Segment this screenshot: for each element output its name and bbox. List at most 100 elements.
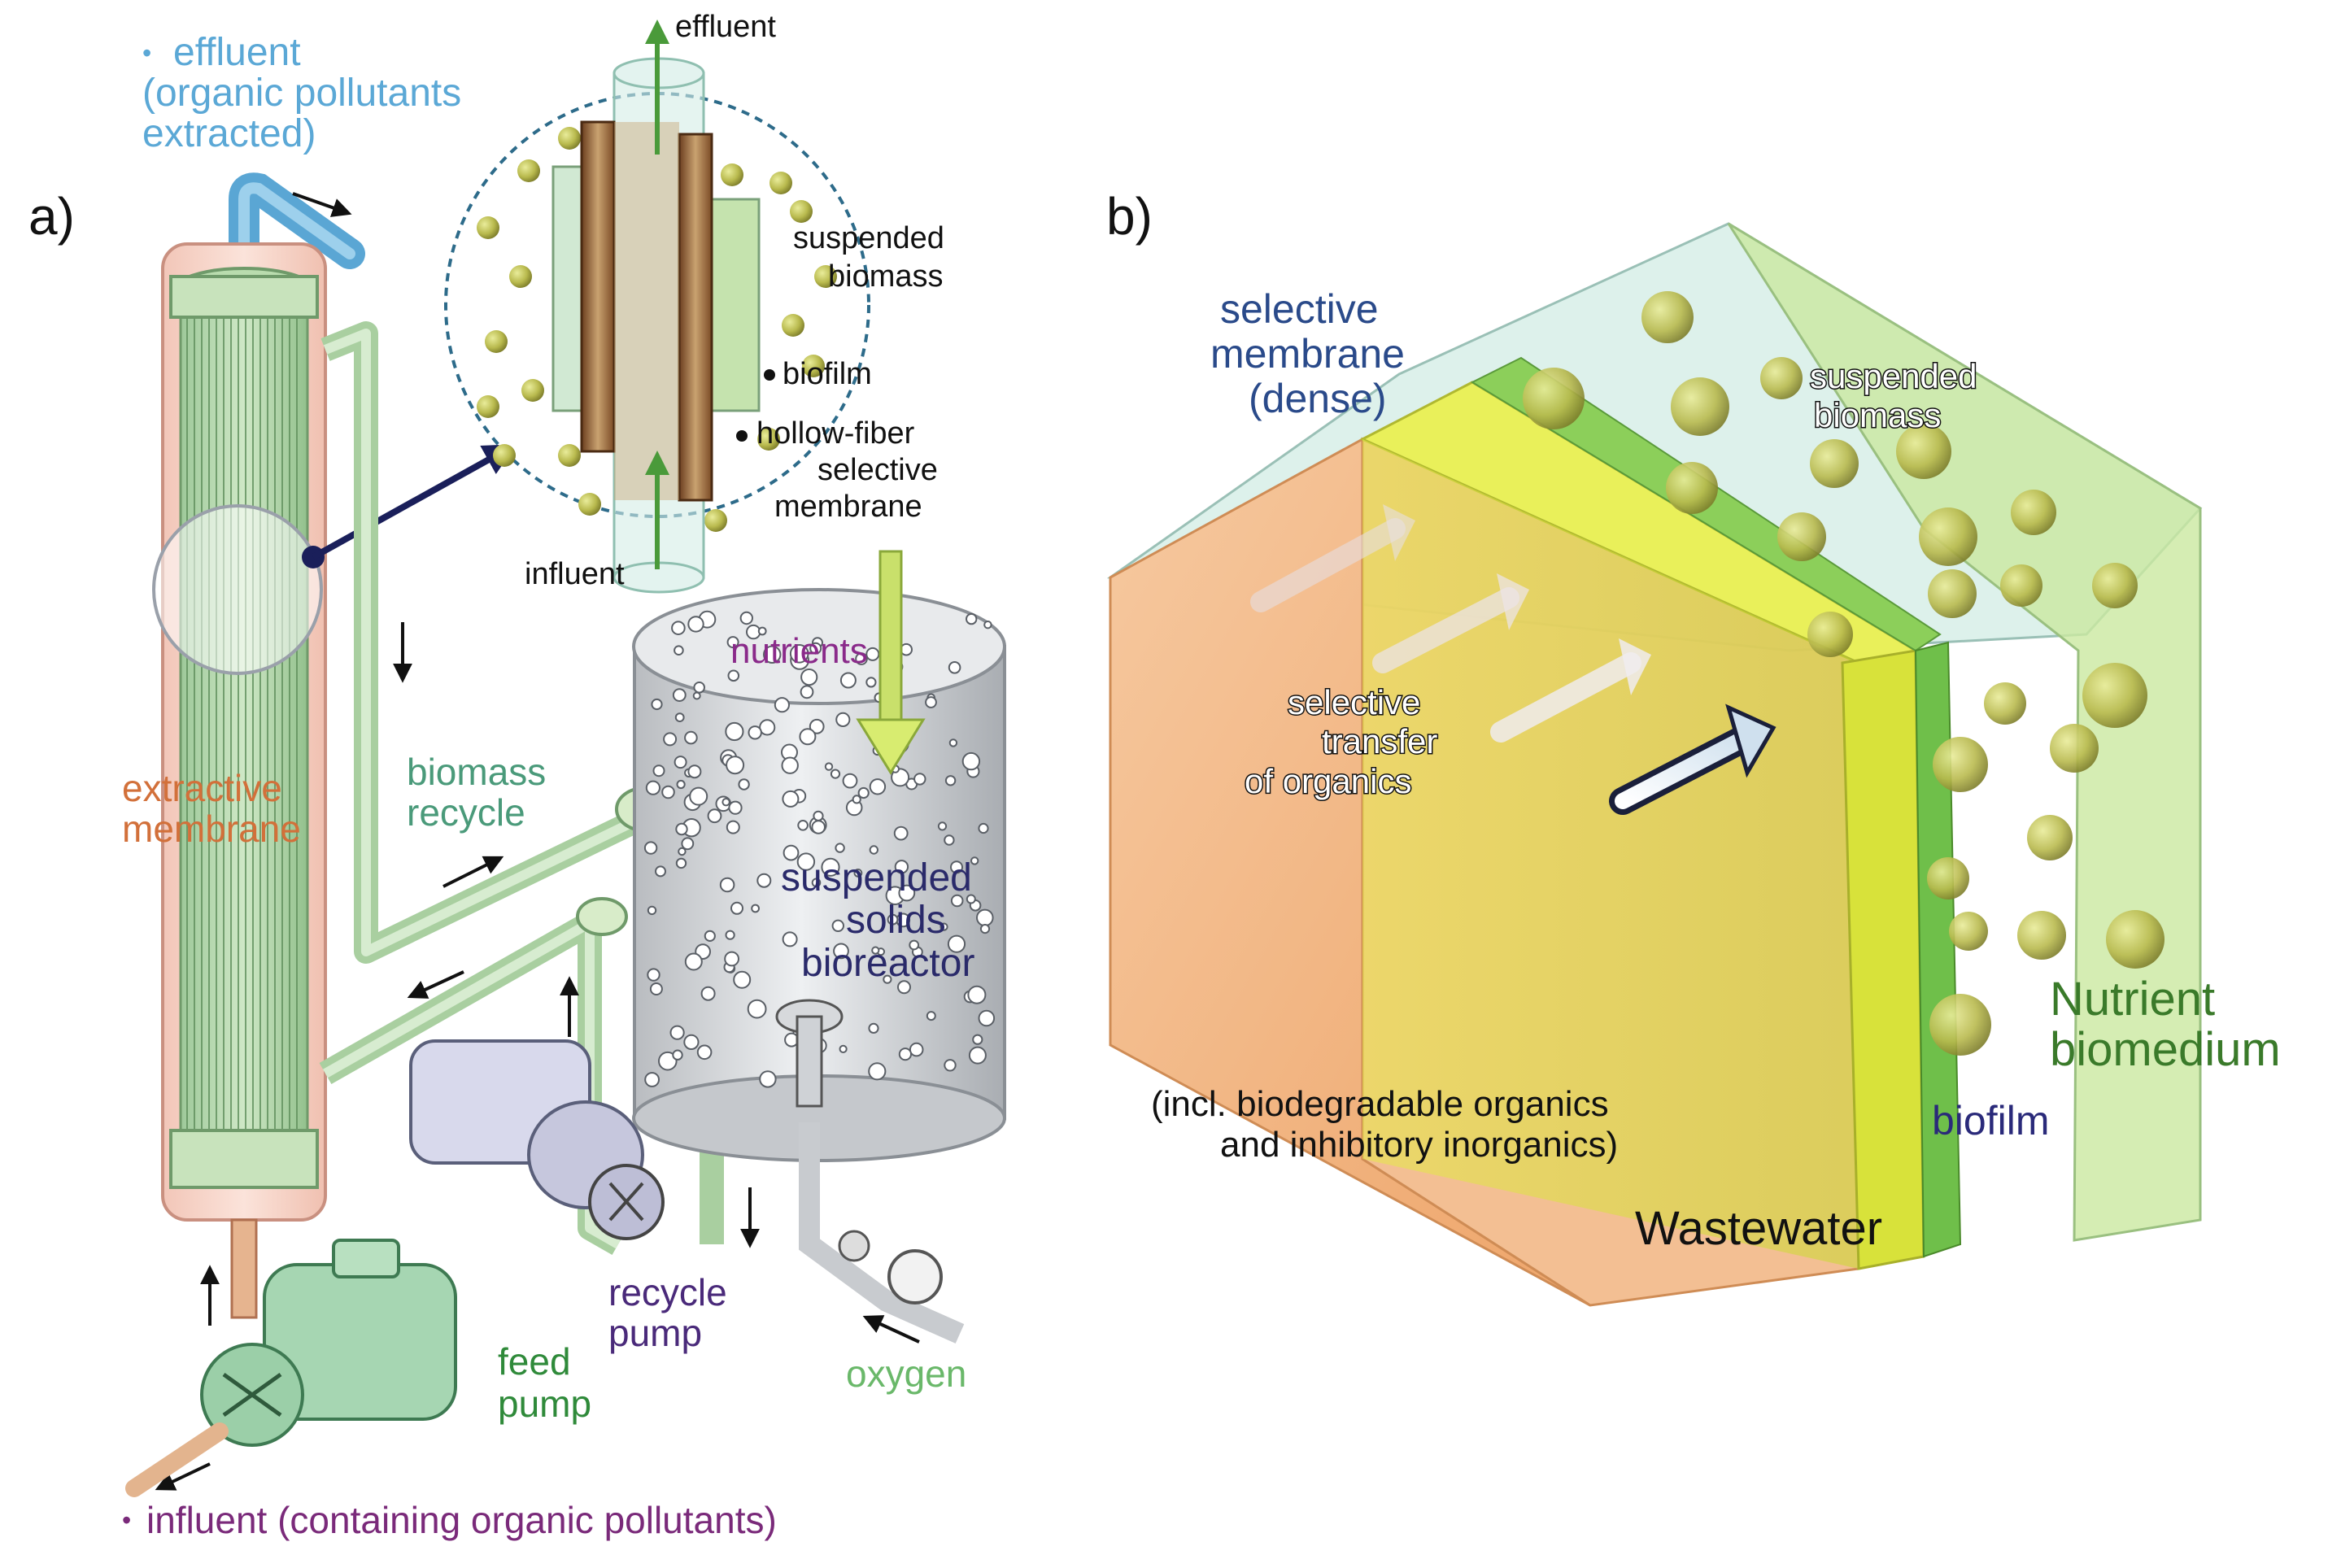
inset-hollow-fiber-label-2: selective bbox=[817, 453, 938, 487]
biomass-recycle-label-1: biomass bbox=[407, 751, 546, 793]
air-bubble bbox=[725, 930, 735, 940]
air-bubble bbox=[751, 904, 760, 913]
air-bubble bbox=[647, 905, 657, 916]
recycle-pump bbox=[409, 1039, 665, 1240]
air-bubble bbox=[950, 860, 963, 874]
biomass-particle bbox=[1523, 368, 1585, 429]
biomass-particle bbox=[493, 444, 516, 467]
air-bubble bbox=[809, 718, 825, 734]
air-bubble bbox=[913, 773, 926, 786]
bioreactor-label-2: solids bbox=[846, 899, 946, 942]
air-bubble bbox=[898, 1048, 913, 1061]
air-bubble bbox=[689, 786, 708, 806]
biomass-particle bbox=[1666, 462, 1718, 514]
air-bubble bbox=[725, 721, 744, 742]
air-bubble bbox=[868, 1062, 887, 1081]
air-bubble bbox=[869, 845, 879, 855]
air-bubble bbox=[683, 1034, 700, 1051]
transfer-label-3: of organics bbox=[1245, 762, 1411, 800]
air-bubble bbox=[727, 669, 740, 682]
biomass-particle bbox=[769, 172, 792, 194]
effluent-title: effluent bbox=[173, 31, 301, 74]
magnifier-circle bbox=[152, 504, 323, 675]
feed-pump-label-1: feed bbox=[498, 1340, 571, 1383]
air-bubble bbox=[796, 852, 816, 871]
biomass-particle bbox=[1807, 612, 1853, 657]
air-bubble bbox=[647, 968, 660, 982]
air-bubble bbox=[747, 999, 767, 1019]
air-bubble bbox=[681, 837, 695, 851]
magnifier-arrow bbox=[312, 444, 517, 560]
air-bubble bbox=[756, 873, 772, 888]
air-bubble bbox=[719, 877, 735, 893]
biomass-particle bbox=[790, 200, 813, 223]
biomass-particle bbox=[1933, 737, 1988, 792]
air-bubble bbox=[700, 986, 716, 1001]
air-bubble bbox=[678, 847, 687, 856]
biomass-particle bbox=[1810, 439, 1859, 488]
air-bubble bbox=[855, 652, 868, 665]
biomass-particle bbox=[814, 265, 837, 288]
air-bubble bbox=[782, 790, 800, 808]
flow-arrows bbox=[155, 192, 920, 1491]
air-bubble bbox=[811, 820, 826, 834]
air-bubble bbox=[707, 808, 722, 824]
inset-effluent-label: effluent bbox=[675, 10, 776, 44]
biomass-particle bbox=[477, 216, 499, 239]
air-bubble bbox=[661, 785, 675, 799]
inset-detail bbox=[444, 20, 870, 594]
biomass-particle bbox=[721, 163, 743, 186]
biomass-particle bbox=[509, 265, 532, 288]
air-bubble bbox=[842, 773, 858, 789]
air-bubble bbox=[672, 688, 687, 702]
oxygen-inlet bbox=[799, 1122, 965, 1344]
air-bubble bbox=[897, 980, 911, 995]
air-bubble bbox=[978, 822, 989, 834]
air-bubble bbox=[831, 919, 845, 933]
air-bubble bbox=[944, 775, 957, 786]
air-bubble bbox=[909, 1042, 924, 1057]
air-bubble bbox=[883, 974, 892, 984]
air-bubble bbox=[835, 712, 851, 728]
biomass-particle bbox=[1896, 424, 1951, 479]
air-bubble bbox=[757, 626, 767, 636]
transfer-arrows bbox=[1250, 504, 1777, 815]
air-bubble bbox=[983, 621, 992, 629]
biomass-particle bbox=[2017, 911, 2066, 960]
air-bubble bbox=[811, 878, 822, 888]
panel-b bbox=[1106, 222, 2203, 1307]
air-bubble bbox=[972, 1034, 983, 1045]
influent-label: influent (containing organic pollutants) bbox=[146, 1499, 777, 1541]
air-bubble bbox=[724, 951, 739, 967]
air-bubble bbox=[696, 1044, 713, 1061]
air-bubble bbox=[944, 1059, 957, 1072]
air-bubble bbox=[839, 672, 857, 689]
extractive-label-2: membrane bbox=[122, 808, 301, 850]
air-bubble bbox=[687, 764, 702, 779]
selective-membrane-label-2: membrane bbox=[1210, 331, 1405, 377]
air-bubble bbox=[674, 712, 685, 722]
wastewater-label: Wastewater bbox=[1635, 1202, 1882, 1255]
inset-biofilm-label: biofilm bbox=[783, 357, 872, 391]
biomass-particle bbox=[1984, 682, 2026, 725]
air-bubble bbox=[824, 762, 834, 771]
air-bubble bbox=[728, 800, 743, 815]
biomass-particle bbox=[2092, 563, 2138, 608]
inset-hollow-fiber-label-1: hollow-fiber bbox=[756, 416, 915, 451]
air-bubble bbox=[830, 769, 841, 779]
nutrients-label: nutrients bbox=[730, 631, 868, 671]
air-bubble bbox=[704, 930, 716, 943]
air-bubble bbox=[687, 616, 704, 633]
air-bubble bbox=[800, 669, 818, 686]
transfer-label-1: selective bbox=[1288, 683, 1420, 721]
air-bubble bbox=[645, 780, 661, 795]
air-bubble bbox=[947, 934, 966, 953]
effluent-desc-line1: (organic pollutants bbox=[142, 72, 461, 115]
nutrients-arrow bbox=[856, 550, 926, 775]
cube-suspended-label-1: suspended bbox=[1810, 357, 1977, 395]
air-bubble bbox=[782, 931, 798, 947]
air-bubble bbox=[976, 908, 994, 927]
recycle-pump-label-2: pump bbox=[608, 1312, 702, 1354]
air-bubble bbox=[821, 857, 840, 877]
influent-bullet: • bbox=[122, 1505, 131, 1535]
